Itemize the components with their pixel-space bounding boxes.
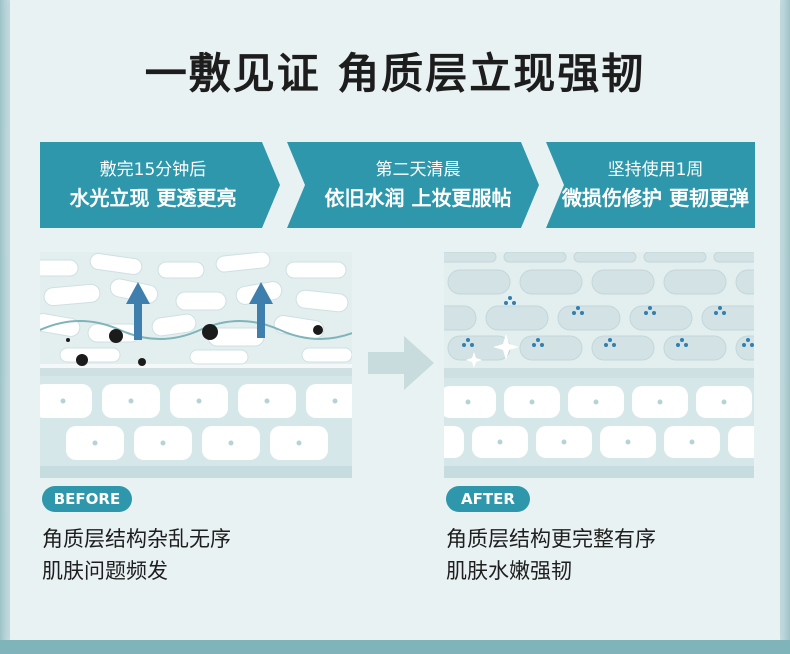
- after-skin-illustration: [444, 252, 754, 478]
- before-line-1: 角质层结构杂乱无序: [42, 527, 231, 551]
- before-description: 角质层结构杂乱无序 肌肤问题频发: [42, 523, 231, 587]
- right-edge-decoration: [780, 0, 790, 654]
- step-2-time: 第二天清晨: [375, 160, 461, 180]
- step-3-effect: 微损伤修护 更韧更弹: [562, 186, 749, 210]
- step-1-effect: 水光立现 更透更亮: [69, 186, 237, 210]
- before-line-2: 肌肤问题频发: [42, 559, 168, 583]
- step-3-time: 坚持使用1周: [607, 160, 704, 180]
- step-1: 敷完15分钟后 水光立现 更透更亮: [40, 142, 280, 228]
- bottom-band: [0, 640, 790, 654]
- step-2-effect: 依旧水润 上妆更服帖: [324, 186, 512, 210]
- page-title: 一敷见证 角质层立现强韧: [144, 49, 646, 98]
- before-skin-illustration: [40, 252, 352, 478]
- after-line-1: 角质层结构更完整有序: [446, 527, 656, 551]
- step-1-time: 敷完15分钟后: [99, 160, 207, 180]
- left-edge-decoration: [0, 0, 10, 654]
- before-badge: BEFORE: [42, 486, 132, 512]
- step-2: 第二天清晨 依旧水润 上妆更服帖: [287, 142, 539, 228]
- after-line-2: 肌肤水嫩强韧: [446, 559, 572, 583]
- transition-arrow-icon: [368, 336, 434, 390]
- step-banner: 敷完15分钟后 水光立现 更透更亮 第二天清晨 依旧水润 上妆更服帖 坚持使用1…: [40, 142, 755, 228]
- after-description: 角质层结构更完整有序 肌肤水嫩强韧: [446, 523, 656, 587]
- after-badge: AFTER: [446, 486, 530, 512]
- step-3: 坚持使用1周 微损伤修护 更韧更弹: [546, 142, 755, 228]
